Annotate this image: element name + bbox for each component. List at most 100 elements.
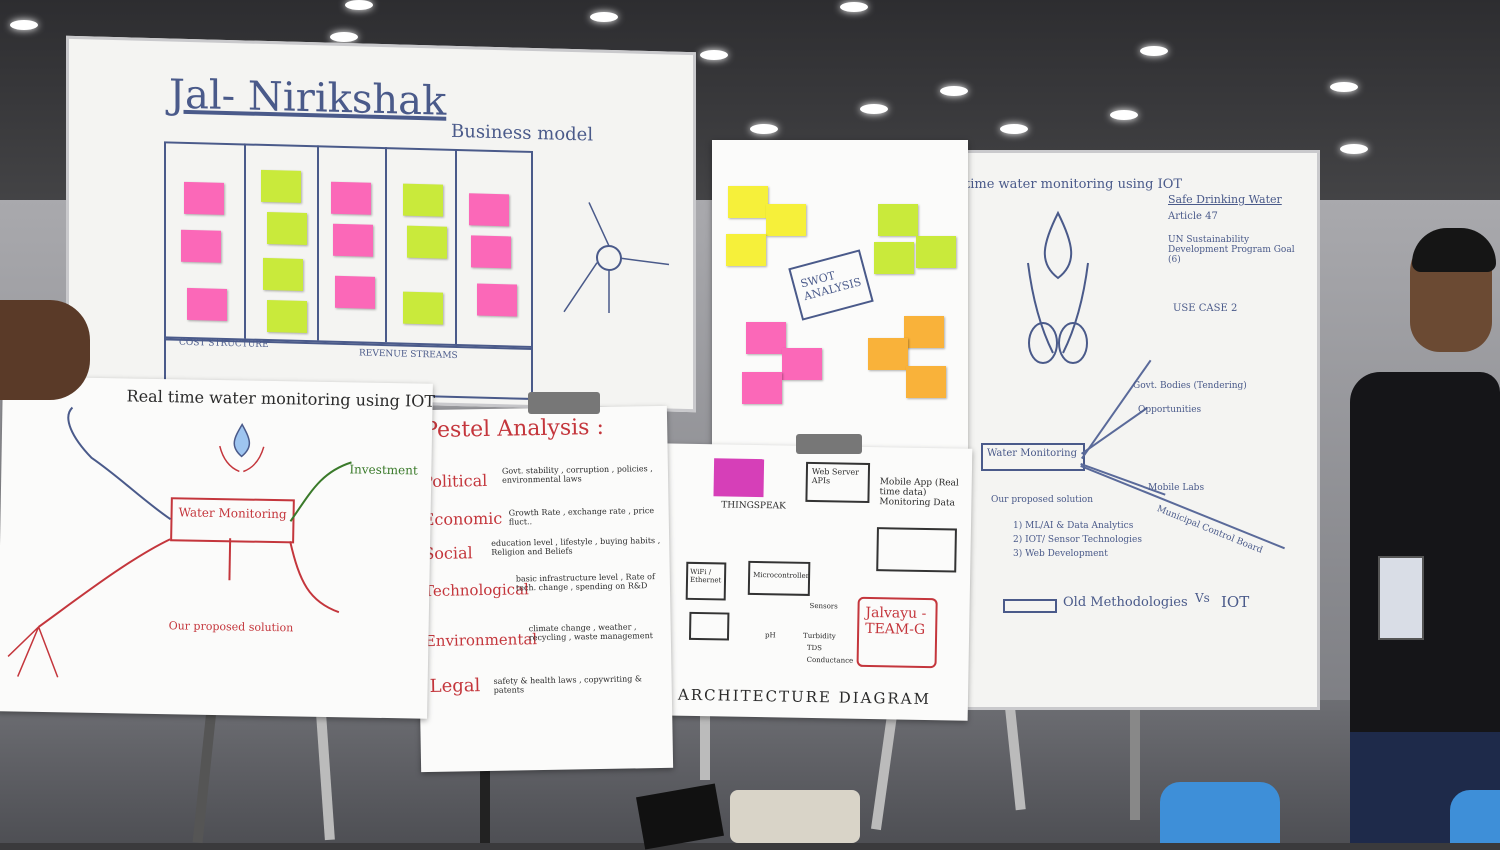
ceiling-light bbox=[860, 104, 888, 114]
pestel-text: safety & health laws , copywriting & pat… bbox=[493, 674, 643, 695]
whiteboard-business-model: Jal- Nirikshak Business model COST STRUC… bbox=[66, 35, 696, 413]
desktop-drawing bbox=[688, 611, 730, 641]
grid-line bbox=[244, 143, 246, 339]
person-standing bbox=[1350, 228, 1500, 843]
sensor-label: Sensors bbox=[809, 601, 838, 611]
thingspeak-label: THINGSPEAK bbox=[721, 500, 786, 512]
solution-item: 3) Web Development bbox=[1013, 549, 1108, 559]
compare-vs: Vs bbox=[1195, 591, 1210, 605]
pestel-text: basic infrastructure level , Rate of tec… bbox=[515, 572, 655, 593]
pestel-text: Growth Rate , exchange rate , price fluc… bbox=[508, 506, 655, 527]
pestel-title: Pestel Analysis : bbox=[422, 414, 605, 444]
ceiling-light bbox=[1110, 110, 1138, 120]
water-monitoring-label: Water Monitoring bbox=[987, 448, 1078, 459]
sticky-note bbox=[403, 291, 443, 325]
ceiling-light bbox=[330, 32, 358, 42]
microcontroller-label: Microcontroller bbox=[753, 570, 810, 580]
un-goal-text: UN Sustainability Development Program Go… bbox=[1168, 235, 1295, 265]
table-object bbox=[730, 790, 860, 843]
sticky-note bbox=[333, 223, 373, 257]
right-board-title: time water monitoring using IOT bbox=[965, 177, 1183, 192]
ceiling-light bbox=[1140, 46, 1168, 56]
ceiling-light bbox=[840, 2, 868, 12]
safe-water-heading: Safe Drinking Water bbox=[1168, 193, 1282, 206]
branch-govt: Govt. Bodies (Tendering) bbox=[1133, 381, 1247, 391]
water-monitoring-box: Water Monitoring bbox=[981, 443, 1085, 471]
sticky-note bbox=[728, 186, 768, 218]
branch-municipal: Municipal Control Board bbox=[1155, 504, 1264, 556]
grid-line bbox=[385, 147, 387, 343]
solution-item: 2) IOT/ Sensor Technologies bbox=[1013, 535, 1142, 545]
sensor-label: pH bbox=[764, 631, 776, 640]
sticky-note bbox=[267, 300, 307, 334]
hand-holding-board bbox=[0, 300, 90, 400]
binder-clip bbox=[528, 392, 600, 414]
ceiling-light bbox=[1000, 124, 1028, 134]
binder-clip bbox=[796, 434, 862, 454]
architecture-diagram: THINGSPEAK Web Server APIs Mobile App (R… bbox=[651, 443, 973, 721]
web-server-label: Web Server APIs bbox=[811, 466, 860, 486]
sensor-label: Conductance bbox=[806, 655, 854, 665]
chart-thumbnail bbox=[876, 527, 957, 573]
compare-right: IOT bbox=[1221, 593, 1250, 611]
mobile-app-label: Mobile App (Real time data) Monitoring D… bbox=[879, 477, 959, 509]
water-drop-drawing bbox=[219, 422, 265, 473]
sticky-note bbox=[916, 236, 956, 268]
sticky-note bbox=[335, 275, 375, 309]
sticky-note bbox=[184, 181, 224, 215]
mindmap-branches bbox=[7, 406, 352, 678]
pestel-text: Govt. stability , corruption , policies … bbox=[501, 464, 653, 485]
sticky-note bbox=[331, 181, 371, 215]
sticky-note bbox=[878, 204, 918, 236]
blue-chair bbox=[1160, 782, 1280, 843]
person-body bbox=[1350, 372, 1500, 792]
sticky-note bbox=[904, 316, 944, 348]
solution-item: 1) ML/AI & Data Analytics bbox=[1013, 521, 1134, 531]
ceiling-light bbox=[750, 124, 778, 134]
architecture-title: ARCHITECTURE DIAGRAM bbox=[677, 685, 932, 709]
sensor-label: TDS bbox=[806, 643, 822, 653]
sticky-note bbox=[782, 348, 822, 380]
swot-center-label: SWOT ANALYSIS bbox=[799, 268, 863, 304]
project-title: Jal- Nirikshak bbox=[169, 71, 447, 125]
easel-leg bbox=[1130, 700, 1140, 820]
use-case-label: USE CASE 2 bbox=[1173, 303, 1238, 314]
sticky-note bbox=[471, 235, 511, 269]
sticky-note bbox=[261, 169, 301, 203]
arrow-shape bbox=[1003, 599, 1057, 613]
sticky-note bbox=[267, 212, 307, 246]
person-hair bbox=[1412, 228, 1496, 272]
sensor-label: Turbidity bbox=[802, 631, 836, 641]
thingspeak-block bbox=[713, 458, 765, 498]
sticky-note bbox=[469, 193, 509, 227]
ceiling-light bbox=[1330, 82, 1358, 92]
id-badge bbox=[1378, 556, 1424, 640]
microcontroller-box: Microcontroller bbox=[747, 560, 811, 596]
our-solution-label: Our proposed solution bbox=[168, 619, 294, 635]
whiteboard-right: time water monitoring using IOT Safe Dri… bbox=[960, 150, 1320, 710]
sticky-note bbox=[726, 234, 766, 266]
grid-line bbox=[455, 148, 457, 344]
sticky-note bbox=[477, 283, 517, 317]
solution-title: Our proposed solution bbox=[991, 495, 1093, 505]
sticky-note bbox=[742, 372, 782, 404]
grid-line bbox=[317, 145, 319, 341]
branch-opportunities: Opportunities bbox=[1138, 405, 1202, 415]
sticky-note bbox=[874, 242, 914, 274]
pestel-label: Political bbox=[421, 470, 488, 492]
web-server-box: Web Server APIs bbox=[805, 461, 871, 503]
sticky-note bbox=[263, 257, 303, 291]
pestel-text: education level , lifestyle , buying hab… bbox=[491, 535, 661, 557]
sticky-note bbox=[766, 204, 806, 236]
pestel-label: Environmental bbox=[424, 630, 538, 651]
investment-label: Investment bbox=[349, 462, 418, 478]
pestel-label: Technological bbox=[423, 580, 530, 601]
sticky-note bbox=[746, 322, 786, 354]
ceiling-light bbox=[700, 50, 728, 60]
sticky-note bbox=[187, 287, 227, 321]
business-model-label: Business model bbox=[451, 120, 594, 146]
blue-chair bbox=[1450, 790, 1500, 843]
article-text: Article 47 bbox=[1168, 211, 1218, 222]
ceiling-light bbox=[1340, 144, 1368, 154]
sticky-note bbox=[906, 366, 946, 398]
